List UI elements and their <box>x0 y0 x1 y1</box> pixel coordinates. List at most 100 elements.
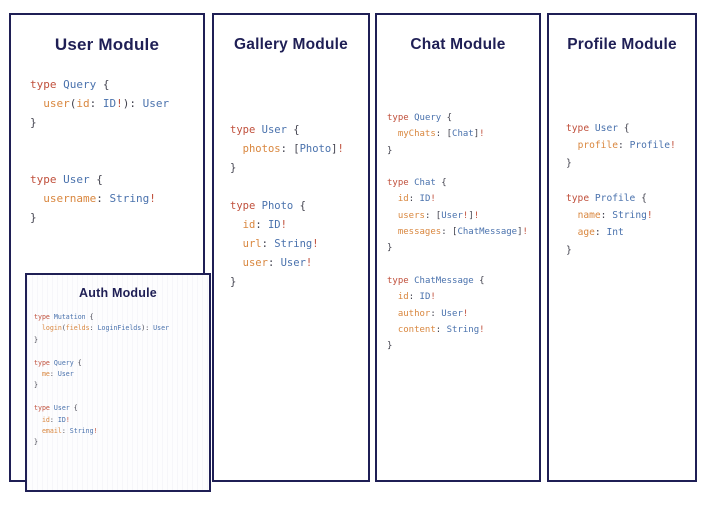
code-token-pn: { <box>77 358 82 367</box>
code-token-fld: name <box>577 210 601 222</box>
code-token-bang: ! <box>462 308 469 319</box>
code-token-fld: content <box>397 324 436 335</box>
code-token-ty: ID <box>419 292 431 303</box>
code-token-pn: : [ <box>424 210 442 221</box>
code-token-ty: String <box>274 238 313 250</box>
code-token-fld: messages <box>397 227 442 238</box>
code-token-ty: ID <box>57 415 66 424</box>
code-token-pn: ( <box>69 97 77 110</box>
panel-gallery-module[interactable]: Gallery Module type User { photos: [Phot… <box>212 13 370 482</box>
code-token-pn: ] <box>517 227 523 238</box>
panel-title-profile-module: Profile Module <box>567 36 677 53</box>
code-token-pn: } <box>387 243 393 254</box>
code-token-ty: ID <box>419 194 431 205</box>
code-token-fld: user <box>43 97 70 110</box>
panel-chat-module[interactable]: Chat Module type Query { myChats: [Chat]… <box>375 13 541 482</box>
code-token-ty: Photo <box>299 143 332 155</box>
code-token-bang: ! <box>305 257 313 269</box>
code-token-kw: type <box>34 404 50 413</box>
code-token-pn: : [ <box>435 129 453 140</box>
code-token-pn: } <box>566 157 572 169</box>
code-token-pn: { <box>479 275 485 286</box>
code-token-fld: email <box>41 427 62 436</box>
code-token-ty: Chat <box>452 129 474 140</box>
code-token-ty: User <box>280 257 306 269</box>
code-token-ty: User <box>594 123 618 134</box>
code-token-kw: type <box>34 313 50 321</box>
code-token-pn: : <box>49 415 58 424</box>
code-token-ty: String <box>69 427 94 436</box>
code-token-pn: { <box>96 173 103 186</box>
code-token-pn: : <box>408 194 420 205</box>
code-token-pn: : <box>600 210 613 222</box>
code-token-ty: User <box>57 370 74 379</box>
code-token-pn: } <box>566 244 572 256</box>
code-token-bang: ! <box>462 210 469 221</box>
code-token-bang: ! <box>522 227 528 238</box>
code-token-fld: profile <box>577 140 618 152</box>
code-token-fld: users <box>397 210 425 221</box>
code-token-pn: : <box>408 292 420 303</box>
panel-profile-module[interactable]: Profile Module type User { profile: Prof… <box>547 13 697 482</box>
panel-auth-module[interactable]: Auth Module type Mutation { login(fields… <box>25 273 211 492</box>
panel-title-user-module: User Module <box>54 35 160 54</box>
code-token-pn: ] <box>468 210 474 221</box>
code-token-kw: type <box>30 78 57 91</box>
code-token-kw: type <box>566 123 590 134</box>
code-token-pn: { <box>89 313 94 321</box>
code-token-ty: Mutation <box>53 313 86 321</box>
schema-code-auth-module: type Mutation { login(fields: LoginField… <box>34 312 209 449</box>
code-token-pn: ): <box>122 97 143 110</box>
code-token-pn: : <box>594 227 607 239</box>
code-token-bang: ! <box>312 238 319 250</box>
code-token-fld: id <box>76 97 90 110</box>
code-token-pn: : <box>267 257 281 269</box>
code-token-bang: ! <box>430 292 436 303</box>
code-token-fld: fields <box>65 324 90 333</box>
code-token-pn: { <box>623 123 630 134</box>
code-token-pn: } <box>230 276 237 288</box>
code-token-pn: ] <box>473 129 480 140</box>
code-token-fld: myChats <box>397 129 436 140</box>
code-token-ty: ID <box>102 97 117 110</box>
code-token-bang: ! <box>116 97 123 110</box>
code-token-bang: ! <box>670 140 676 152</box>
code-token-pn: } <box>387 145 393 156</box>
code-token-fld: id <box>397 194 409 205</box>
code-token-pn: { <box>641 192 647 204</box>
code-token-kw: type <box>566 192 590 204</box>
code-token-kw: type <box>230 124 256 136</box>
code-token-ty: LoginFields <box>97 324 142 333</box>
code-token-bang: ! <box>337 143 344 155</box>
code-token-ty: String <box>446 324 480 335</box>
panel-title-chat-module: Chat Module <box>410 36 506 53</box>
code-token-pn: : <box>435 324 447 335</box>
code-token-ty: Chat <box>414 178 436 189</box>
code-token-pn: : <box>61 427 70 436</box>
schema-code-chat-module: type Query { myChats: [Chat]! } type Cha… <box>387 110 539 354</box>
code-token-ty: Profile <box>629 140 670 152</box>
code-token-pn: : <box>49 370 58 379</box>
code-token-ty: User <box>441 210 463 221</box>
code-token-fld: id <box>242 219 256 231</box>
code-token-kw: type <box>30 173 57 186</box>
code-token-pn: } <box>30 211 37 224</box>
code-token-ty: Photo <box>261 200 294 212</box>
code-token-pn: } <box>34 381 38 390</box>
code-token-ty: Query <box>63 78 97 91</box>
code-token-pn: ( <box>61 324 66 333</box>
code-token-bang: ! <box>93 427 98 436</box>
code-token-pn: : <box>255 219 268 231</box>
code-token-ty: User <box>261 124 287 136</box>
code-token-ty: String <box>612 210 647 222</box>
panel-user-module[interactable]: User Module type Query { user(id: ID!): … <box>9 13 211 492</box>
code-token-fld: id <box>397 292 409 303</box>
code-token-ty: Int <box>606 227 624 239</box>
code-token-ty: ID <box>267 219 281 231</box>
code-token-pn: { <box>102 78 110 91</box>
code-token-pn: { <box>299 200 306 212</box>
code-token-bang: ! <box>280 219 287 231</box>
code-token-ty: User <box>441 308 463 319</box>
code-token-fld: photos <box>242 143 281 155</box>
